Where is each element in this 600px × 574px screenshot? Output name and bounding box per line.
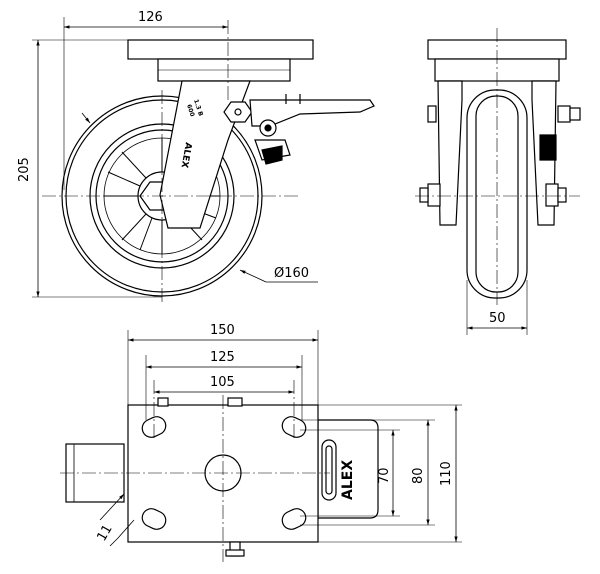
mount-holes	[141, 416, 307, 530]
dim-wheel-diameter: Ø160	[274, 266, 309, 281]
brake-pedal	[317, 419, 379, 519]
dim-overall-height: 205	[17, 157, 32, 182]
dim-hole-spacing-outer: 125	[210, 350, 235, 365]
brake-lever	[249, 99, 375, 127]
dim-plate-length: 150	[210, 323, 235, 338]
dim-hole-spacing-y-outer: 80	[411, 467, 426, 484]
dim-plate-offset: 126	[138, 10, 163, 25]
top-plate	[127, 39, 314, 60]
brake-pedal-logo: ALEX	[340, 460, 356, 500]
fork-nut	[223, 101, 253, 123]
dim-slot-width: 11	[94, 522, 115, 544]
dim-plate-width: 110	[439, 461, 454, 486]
front-view	[415, 28, 581, 335]
side-view	[32, 17, 375, 305]
dim-wheel-width: 50	[489, 311, 506, 326]
bracket-rating-2: 600	[185, 103, 196, 117]
fork-logo: ALEX	[179, 141, 193, 168]
dim-hole-spacing-inner: 105	[210, 375, 235, 390]
dim-hole-spacing-y-inner: 70	[377, 467, 392, 484]
top-view	[60, 330, 462, 562]
